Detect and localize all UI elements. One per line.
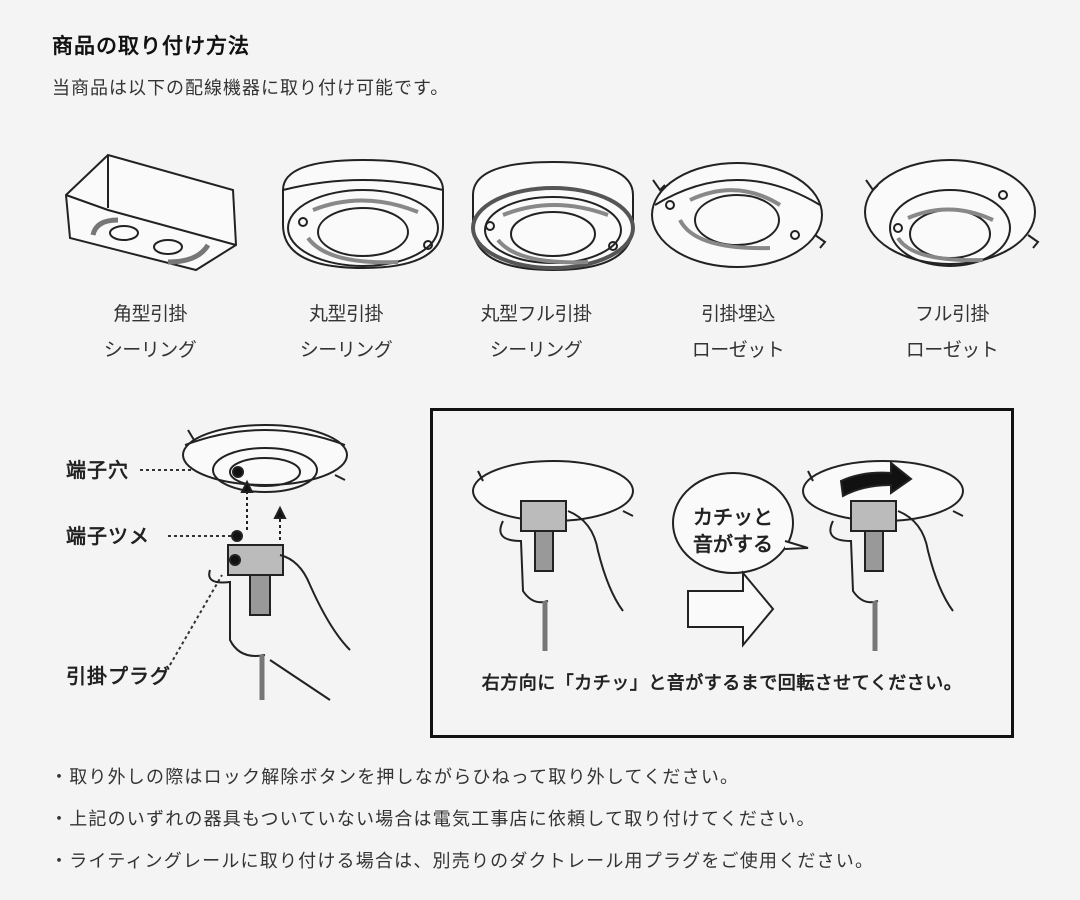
fixture-label-square-ceiling: 角型引掛 シーリング	[50, 296, 250, 368]
fixture-label-line2: ローゼット	[691, 339, 785, 361]
fixture-label-round-ceiling: 丸型引掛 シーリング	[246, 296, 446, 368]
fixture-label-line2: シーリング	[103, 339, 197, 361]
page-title: 商品の取り付け方法	[52, 34, 250, 58]
page-subtitle: 当商品は以下の配線機器に取り付け可能です。	[52, 78, 450, 99]
notes-list: ・取り外しの際はロック解除ボタンを押しながらひねって取り外してください。 ・上記…	[50, 764, 874, 890]
callout-terminal-hole: 端子穴	[66, 458, 129, 482]
note-item: ・ライティングレールに取り付ける場合は、別売りのダクトレール用プラグをご使用くだ…	[50, 851, 875, 872]
plug-insert-illustration	[170, 410, 370, 710]
round-ceiling-hook-icon	[268, 150, 458, 275]
round-full-ceiling-hook-icon	[458, 150, 648, 275]
click-sound-speech-bubble: カチッと 音がする	[685, 504, 781, 558]
note-item: ・上記のいずれの器具もついていない場合は電気工事店に依頼して取り付けてください。	[50, 809, 816, 830]
fixture-label-line1: 丸型フル引掛	[480, 303, 592, 325]
speech-line1: カチッと	[693, 505, 773, 529]
full-rosette-icon	[858, 150, 1048, 275]
fixture-label-round-full-ceiling: 丸型フル引掛 シーリング	[436, 296, 636, 368]
fixture-label-line1: 引掛埋込	[700, 303, 776, 325]
rotation-instruction-caption: 右方向に「カチッ」と音がするまで回転させてください。	[481, 673, 963, 694]
fixture-label-line1: 角型引掛	[112, 303, 188, 325]
fixture-label-line2: シーリング	[299, 339, 393, 361]
fixture-label-embedded-rosette: 引掛埋込 ローゼット	[638, 296, 838, 368]
fixture-label-line2: シーリング	[489, 339, 583, 361]
fixture-label-line2: ローゼット	[905, 339, 999, 361]
fixture-label-line1: 丸型引掛	[308, 303, 384, 325]
square-ceiling-hook-icon	[58, 150, 248, 275]
fixture-label-line1: フル引掛	[914, 303, 990, 325]
callout-terminal-claw: 端子ツメ	[66, 524, 150, 548]
embedded-rosette-icon	[645, 150, 835, 275]
rotation-step-illustration	[472, 460, 964, 651]
fixture-label-full-rosette: フル引掛 ローゼット	[852, 296, 1052, 368]
rotation-step-box: カチッと 音がする 右方向に「カチッ」と音がするまで回転させてください。	[430, 408, 1014, 738]
speech-line2: 音がする	[693, 532, 773, 556]
callout-hook-plug: 引掛プラグ	[66, 664, 171, 688]
note-item: ・取り外しの際はロック解除ボタンを押しながらひねって取り外してください。	[50, 767, 740, 788]
